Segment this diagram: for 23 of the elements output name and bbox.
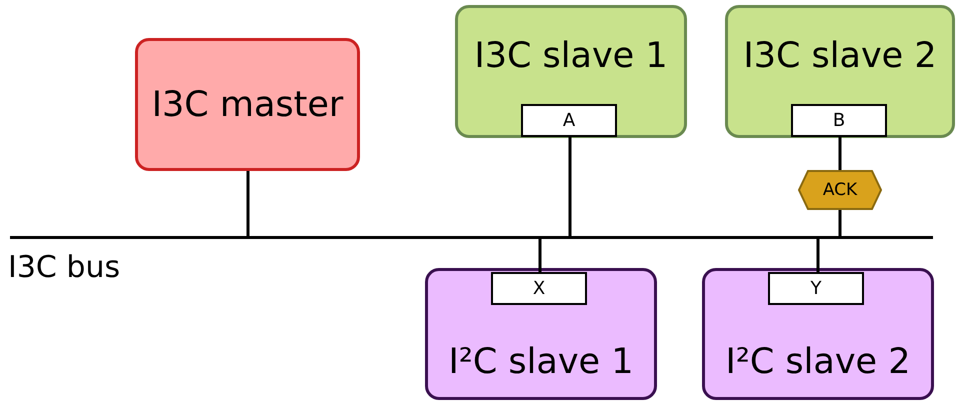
- connector-line: [816, 239, 820, 272]
- device-box: [725, 5, 955, 138]
- device-box: [425, 268, 657, 400]
- device-box: [455, 5, 687, 138]
- port-label-box: X: [491, 272, 587, 305]
- port-label-box: B: [791, 104, 887, 137]
- ack-hexagon: ACK: [798, 170, 882, 210]
- device-name: I3C master: [152, 84, 344, 126]
- connector-line: [838, 210, 842, 236]
- device-name: I3C slave 1: [473, 35, 669, 77]
- device-name: I²C slave 2: [724, 341, 912, 383]
- connector-line: [568, 137, 572, 236]
- device-name: I3C slave 2: [742, 35, 938, 77]
- bus-label: I3C bus: [8, 250, 120, 285]
- bus-line: [10, 236, 933, 239]
- master-box: [135, 38, 360, 171]
- port-label-box: Y: [768, 272, 864, 305]
- device-name: I²C slave 1: [448, 341, 634, 383]
- connector-line: [838, 137, 842, 170]
- port-label-box: A: [521, 104, 617, 137]
- connector-line: [246, 171, 250, 236]
- connector-line: [538, 239, 542, 272]
- device-box: [702, 268, 934, 400]
